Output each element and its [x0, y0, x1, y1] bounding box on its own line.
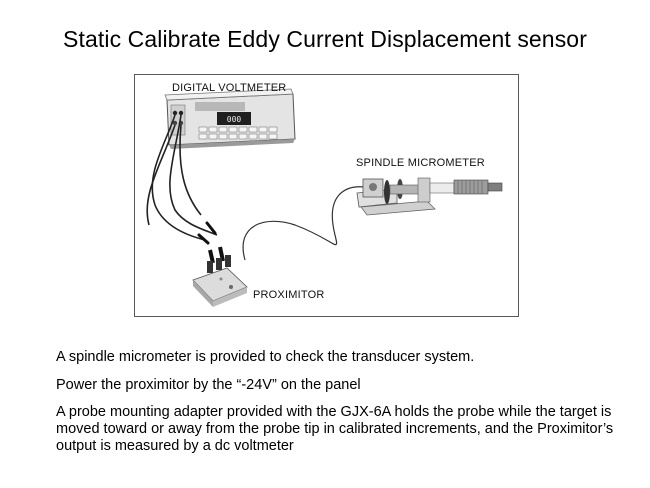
voltmeter-readout: 000: [227, 115, 242, 124]
probe-tips: [197, 221, 217, 245]
voltmeter-label: DIGITAL VOLTMETER: [172, 82, 287, 94]
paragraph-probe-adapter: A probe mounting adapter provided with t…: [56, 404, 614, 454]
calibration-setup-figure: 000: [134, 74, 519, 317]
probe-extension-cable: [242, 186, 366, 261]
spindle-micrometer: [356, 177, 503, 216]
voltmeter-test-leads: [146, 114, 218, 241]
lead-connector-plugs: [208, 246, 225, 264]
proximitor-label: PROXIMITOR: [253, 289, 325, 301]
paragraph-power: Power the proximitor by the “-24V” on th…: [56, 377, 361, 393]
setup-illustration: 000: [146, 88, 503, 307]
proximitor-unit: [192, 255, 248, 307]
voltmeter-display: [217, 112, 251, 125]
micrometer-label: SPINDLE MICROMETER: [356, 157, 485, 169]
paragraph-micrometer: A spindle micrometer is provided to chec…: [56, 349, 475, 365]
slide-title: Static Calibrate Eddy Current Displaceme…: [63, 26, 587, 52]
digital-voltmeter: 000: [164, 88, 296, 149]
